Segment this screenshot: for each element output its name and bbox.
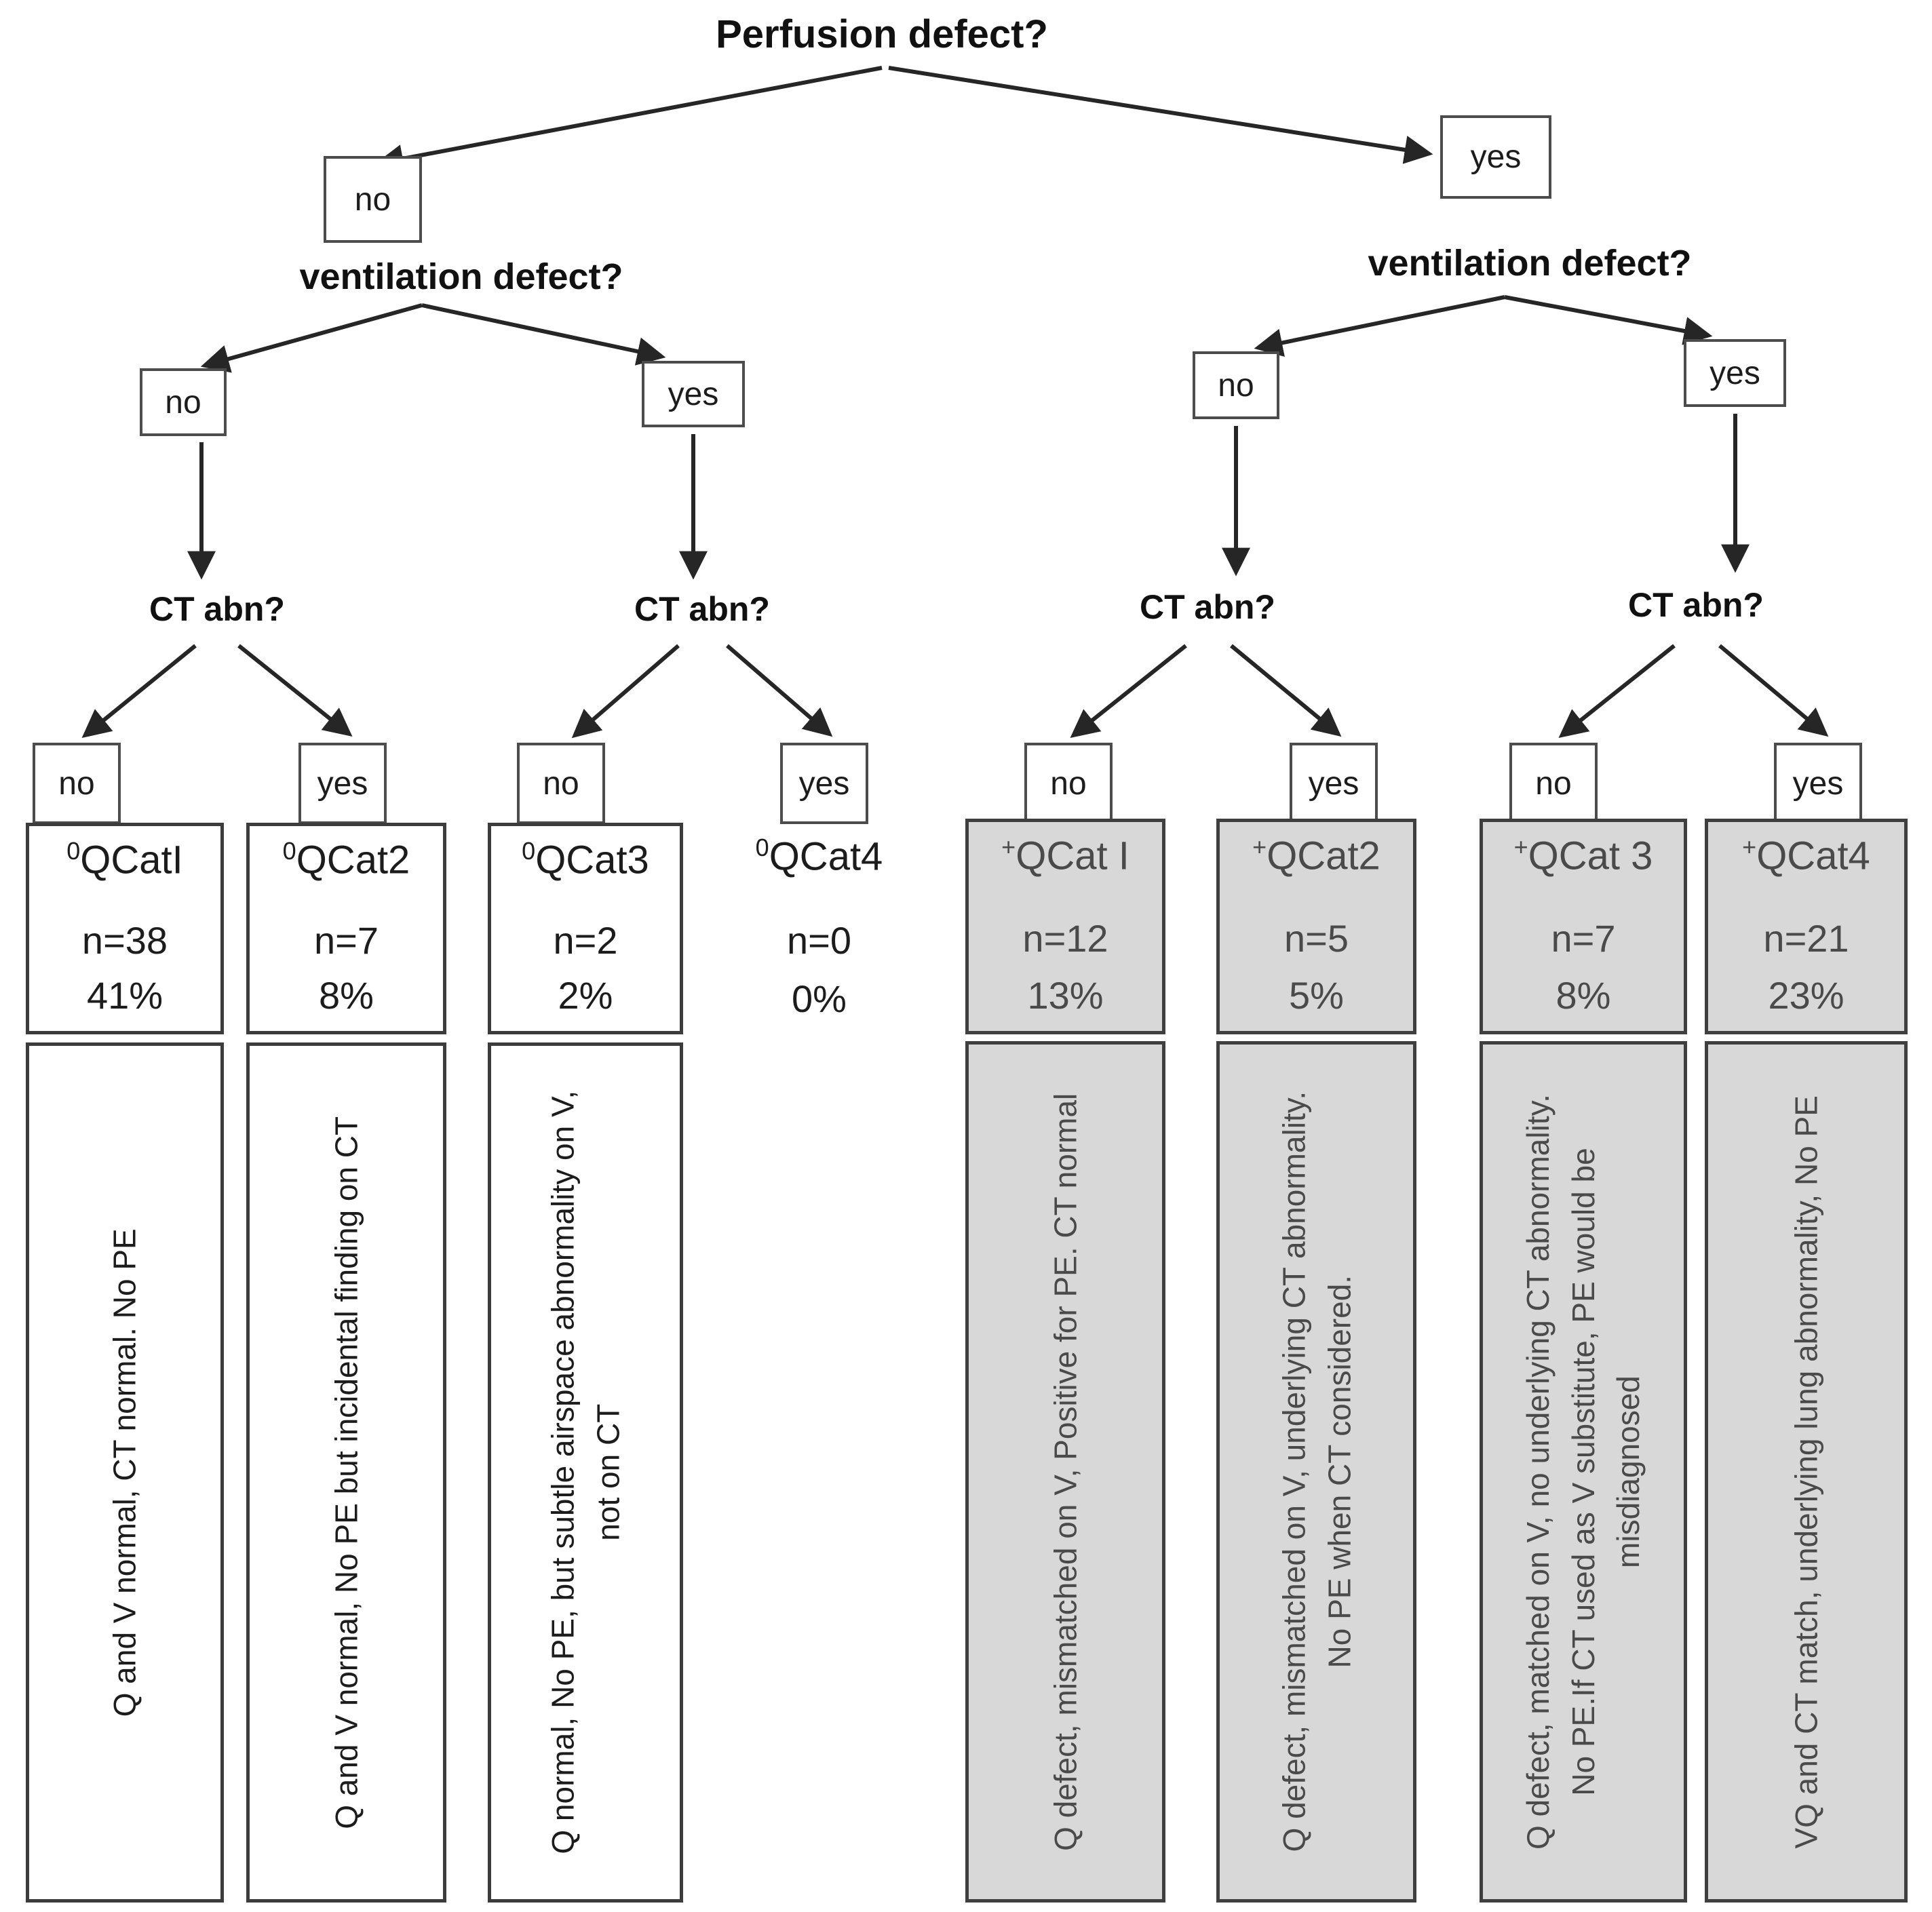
leaf-percentage: 5%	[1289, 973, 1344, 1017]
leaf-description-text: Q normal, No PE, but subtle airspace abn…	[545, 1091, 625, 1854]
leaf-header-qcat4: 0QCat4 n=0 0%	[719, 823, 919, 1034]
leaf-answer-box-4: yes	[780, 743, 868, 824]
ct-question-4: CT abn?	[1628, 586, 1764, 624]
leaf-percentage: 8%	[1556, 973, 1611, 1017]
leaf-answer-box-6: yes	[1290, 743, 1378, 824]
leaf-n-count: n=38	[81, 918, 168, 962]
ct-question-1: CT abn?	[149, 590, 285, 628]
leaf-n-count: n=7	[1551, 916, 1616, 960]
leaf-answer-box-7: no	[1509, 743, 1598, 824]
leaf-n-count: n=5	[1284, 916, 1349, 960]
leaf-description-qcat2: Q and V normal, No PE but incidental fin…	[246, 1042, 446, 1903]
leaf-description-qcat4-pos: VQ and CT match, underlying lung abnorma…	[1705, 1041, 1908, 1903]
arrow-ct3-no	[1070, 644, 1187, 738]
leaf-category-label: +QCat2	[1252, 833, 1380, 878]
arrow-ventL-yes	[421, 303, 666, 366]
leaf-answer-box-1: no	[33, 743, 121, 824]
leaf-header-qcat1: 0QCatI n=38 41%	[26, 823, 224, 1034]
leaf-percentage: 0%	[792, 977, 847, 1020]
arrow-ventL-no	[200, 303, 423, 373]
leaf-n-count: n=7	[314, 918, 379, 962]
arrow-root-to-yes	[888, 66, 1433, 164]
leaf-description-text: Q and V normal, CT normal. No PE	[107, 1228, 142, 1717]
leaf-description-text: Q defect, matched on V, no underlying CT…	[1520, 1094, 1646, 1850]
arrow-ct2-yes	[726, 644, 833, 737]
ventilation-question-right: ventilation defect?	[1368, 243, 1692, 284]
leaf-header-qcat3-pos: +QCat 3 n=7 8%	[1480, 819, 1687, 1034]
leaf-category-label: 0QCat4	[755, 834, 883, 879]
ct-question-2: CT abn?	[634, 590, 770, 628]
leaf-percentage: 13%	[1027, 973, 1104, 1017]
leaf-category-label: 0QCatI	[66, 837, 183, 882]
leaf-answer-box-2: yes	[298, 743, 387, 824]
ventL-yes-box: yes	[642, 361, 745, 427]
leaf-description-qcat1-pos: Q defect, mismatched on V, Positive for …	[965, 1041, 1165, 1903]
leaf-n-count: n=12	[1022, 916, 1108, 960]
leaf-description-text: Q defect, mismatched on V, underlying CT…	[1275, 1091, 1357, 1852]
arrow-ct2-no	[571, 644, 680, 739]
leaf-description-qcat2-pos: Q defect, mismatched on V, underlying CT…	[1216, 1041, 1416, 1903]
leaf-category-label: 0QCat3	[522, 837, 649, 882]
root-question: Perfusion defect?	[716, 12, 1048, 56]
leaf-description-text: VQ and CT match, underlying lung abnorma…	[1788, 1095, 1824, 1849]
leaf-n-count: n=2	[553, 918, 618, 962]
ventilation-question-left: ventilation defect?	[299, 256, 623, 297]
leaf-description-qcat3-pos: Q defect, matched on V, no underlying CT…	[1480, 1041, 1687, 1903]
arrow-ct1-no	[81, 644, 197, 739]
perfusion-yes-box: yes	[1440, 115, 1551, 199]
arrow-ct4-yes	[1718, 644, 1829, 737]
leaf-percentage: 8%	[319, 973, 374, 1017]
leaf-category-label: +QCat 3	[1513, 833, 1653, 878]
leaf-description-qcat3: Q normal, No PE, but subtle airspace abn…	[488, 1042, 683, 1903]
leaf-answer-box-8: yes	[1774, 743, 1862, 824]
leaf-header-qcat2-pos: +QCat2 n=5 5%	[1216, 819, 1416, 1034]
arrow-root-to-no	[374, 66, 883, 173]
leaf-header-qcat3: 0QCat3 n=2 2%	[488, 823, 683, 1034]
leaf-header-qcat2: 0QCat2 n=7 8%	[246, 823, 446, 1034]
arrow-ct3-yes	[1230, 644, 1342, 737]
ventL-no-box: no	[140, 368, 227, 436]
leaf-category-label: +QCat4	[1742, 833, 1870, 878]
leaf-header-qcat4-pos: +QCat4 n=21 23%	[1705, 819, 1908, 1034]
leaf-answer-box-5: no	[1024, 743, 1113, 824]
leaf-description-text: Q and V normal, No PE but incidental fin…	[328, 1116, 364, 1829]
leaf-n-count: n=0	[787, 918, 851, 962]
ventR-yes-box: yes	[1684, 339, 1786, 407]
ct-question-3: CT abn?	[1140, 588, 1275, 626]
arrow-ct1-yes	[237, 644, 353, 737]
arrow-ventR-no	[1254, 295, 1505, 357]
leaf-category-label: 0QCat2	[282, 837, 410, 882]
ventR-no-box: no	[1193, 351, 1279, 419]
arrow-ventR-yes	[1504, 295, 1713, 345]
leaf-n-count: n=21	[1763, 916, 1849, 960]
perfusion-no-box: no	[324, 156, 422, 243]
leaf-answer-box-3: no	[517, 743, 605, 824]
leaf-description-qcat1: Q and V normal, CT normal. No PE	[26, 1042, 224, 1903]
leaf-percentage: 41%	[86, 973, 163, 1017]
leaf-percentage: 2%	[558, 973, 613, 1017]
arrow-ct4-no	[1558, 644, 1676, 738]
leaf-percentage: 23%	[1768, 973, 1844, 1017]
leaf-header-qcat1-pos: +QCat I n=12 13%	[965, 819, 1165, 1034]
leaf-category-label: +QCat I	[1001, 833, 1129, 878]
leaf-description-text: Q defect, mismatched on V, Positive for …	[1047, 1093, 1083, 1851]
